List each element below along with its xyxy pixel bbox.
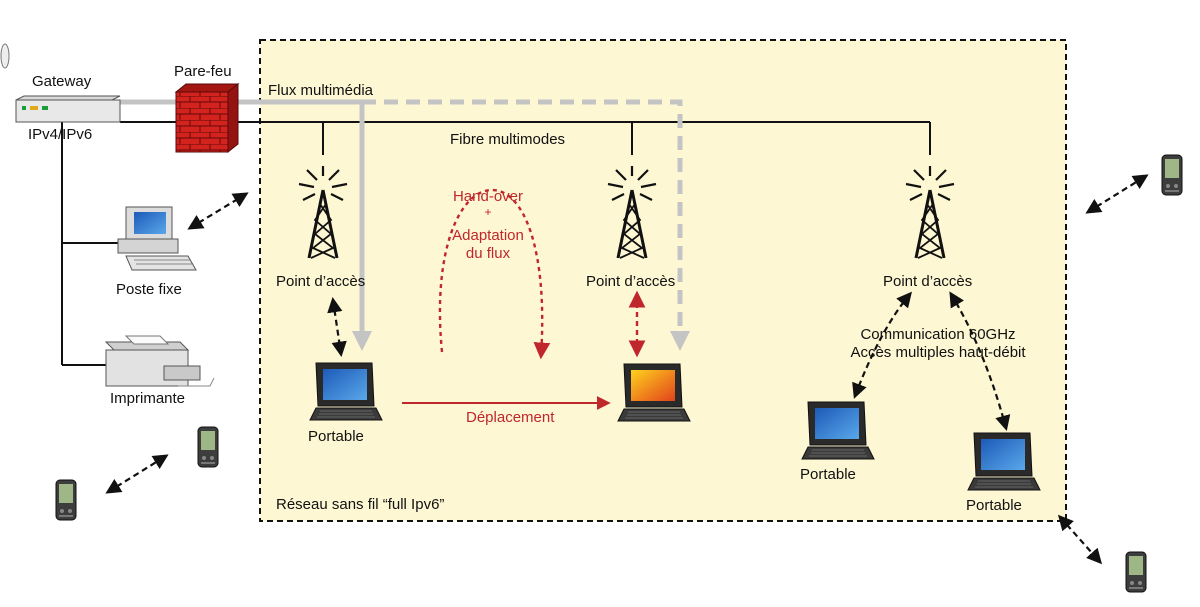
firewall-label: Pare-feu: [174, 63, 232, 80]
flux-adaptation-label: du flux: [465, 245, 511, 262]
portable-label: Portable: [966, 497, 1022, 514]
desktop-computer-icon: [117, 206, 197, 271]
gateway-icon: [15, 95, 121, 123]
wired-links: [61, 121, 931, 366]
imprimante-label: Imprimante: [110, 390, 186, 407]
flux-label: Flux multimédia: [268, 82, 374, 99]
access-point-label: Point d’accès: [883, 273, 973, 290]
communication-label: Communication 60GHz: [860, 326, 1016, 343]
gateway-label: Gateway: [32, 73, 92, 90]
adaptation-label: Adaptation: [452, 227, 524, 244]
pda-icon: [197, 426, 219, 468]
pda-icon: [55, 479, 77, 521]
wireless-zone: [259, 39, 1067, 522]
fibre-label: Fibre multimodes: [450, 131, 566, 148]
acces-multiples-label: Accès multiples haut-débit: [850, 344, 1026, 361]
handover-label: Hand-over: [452, 188, 524, 205]
laptop-icon: [967, 432, 1041, 491]
pda-icon: [1161, 154, 1183, 196]
deplacement-label: Déplacement: [466, 409, 555, 426]
printer-icon: [104, 335, 215, 387]
access-point-label: Point d’accès: [586, 273, 676, 290]
laptop-icon: [617, 363, 691, 422]
wireless-links: [105, 174, 1149, 565]
handover-plus: +: [484, 205, 492, 219]
laptop-icon: [309, 362, 383, 421]
access-point-label: Point d’accès: [276, 273, 366, 290]
portable-label: Portable: [308, 428, 364, 445]
gateway-protocol-label: IPv4/IPv6: [28, 126, 93, 143]
poste-fixe-label: Poste fixe: [116, 281, 182, 298]
reseau-label: Réseau sans fil “full Ipv6”: [276, 496, 445, 513]
handover-arcs: [438, 188, 551, 360]
device-fragment: [0, 43, 10, 69]
portable-label: Portable: [800, 466, 856, 483]
pda-icon: [1125, 551, 1147, 593]
laptop-icon: [801, 401, 875, 460]
firewall-icon: [174, 82, 240, 154]
